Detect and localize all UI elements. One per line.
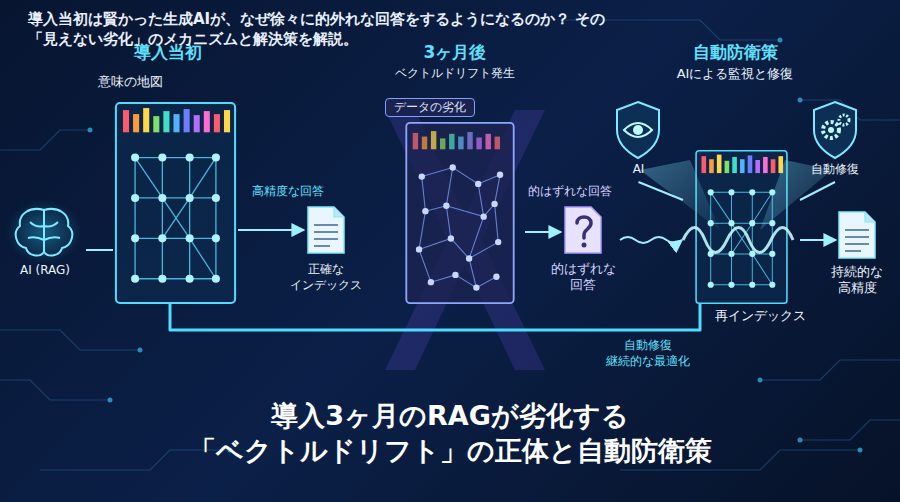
node-box: 正確な インデックス bbox=[288, 205, 364, 305]
node-box: 自動防衛策 AIによる監視と修復 bbox=[670, 42, 800, 304]
connector bbox=[800, 239, 836, 241]
edge-label: 高精度な回答 bbox=[246, 184, 330, 200]
node-text: 正確な インデックス bbox=[288, 261, 364, 292]
node-text: 的はずれな 回答 bbox=[548, 261, 618, 294]
edge-label: 自動修復 継続的な最適化 bbox=[600, 338, 696, 369]
node-box: 導入当初意味の地図 bbox=[98, 42, 238, 304]
node-box: AI bbox=[615, 100, 662, 180]
node-box: 自動修復 bbox=[808, 100, 862, 180]
caption: 導入当初は賢かった生成AIが、なぜ徐々に的外れな回答をするようになるのか？ その… bbox=[28, 10, 688, 49]
node-text: 自動修復 bbox=[808, 162, 862, 177]
node-text: AIによる監視と修復 bbox=[670, 66, 800, 82]
connector bbox=[238, 229, 304, 231]
node-text: AI (RAG) bbox=[4, 263, 86, 278]
node-text: 持続的な 高精度 bbox=[822, 264, 892, 297]
node-box: AI (RAG) bbox=[4, 205, 86, 283]
node-box: 持続的な 高精度 bbox=[822, 210, 892, 308]
connector bbox=[639, 182, 684, 200]
edge-label: 的はずれな回答 bbox=[526, 184, 614, 200]
node-box: 的はずれな 回答 bbox=[548, 205, 618, 305]
node-text: データの劣化 bbox=[385, 98, 475, 117]
node-text: AI bbox=[615, 162, 662, 177]
panel-heading: 自動防衛策 bbox=[670, 42, 800, 63]
node-text: ベクトルドリフト発生 bbox=[385, 66, 525, 81]
note-label: 再インデックス bbox=[712, 308, 808, 325]
panel-heading: 3ヶ月後 bbox=[385, 42, 525, 63]
connector bbox=[170, 304, 700, 330]
node-text: 意味の地図 bbox=[98, 74, 198, 90]
connector bbox=[620, 237, 682, 243]
connector bbox=[800, 182, 835, 200]
title: 導入3ヶ月のRAGが劣化する 「ベクトルドリフト」の正体と自動防衛策 bbox=[140, 398, 760, 468]
connector bbox=[86, 249, 113, 251]
connector bbox=[525, 231, 561, 233]
node-box: 3ヶ月後ベクトルドリフト発生データの劣化 bbox=[385, 42, 525, 304]
